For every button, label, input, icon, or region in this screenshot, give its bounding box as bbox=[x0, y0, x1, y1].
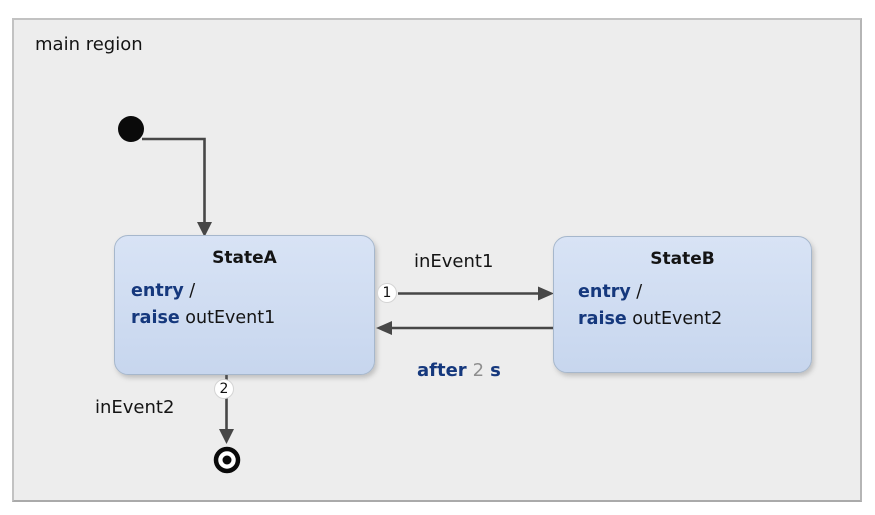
entry-keyword: entry bbox=[578, 282, 631, 302]
entry-separator: / bbox=[183, 281, 196, 301]
region-label: main region bbox=[35, 34, 143, 55]
arrowhead-right-icon bbox=[538, 286, 554, 301]
transition-initial-to-statea[interactable] bbox=[142, 137, 206, 223]
raise-line: raise outEvent1 bbox=[131, 305, 374, 332]
entry-separator: / bbox=[630, 282, 643, 302]
transition-label-inevent1[interactable]: inEvent1 bbox=[414, 251, 494, 272]
raise-event: outEvent1 bbox=[179, 308, 276, 328]
state-behavior: entry / raise outEvent2 bbox=[554, 279, 811, 333]
state-stateb[interactable]: StateB entry / raise outEvent2 bbox=[553, 236, 812, 373]
state-title: StateB bbox=[650, 249, 715, 269]
arrowhead-down-icon bbox=[219, 429, 234, 444]
transition-priority-badge-1: 1 bbox=[377, 283, 397, 303]
state-behavior: entry / raise outEvent1 bbox=[115, 278, 374, 332]
initial-state-node[interactable] bbox=[118, 116, 144, 142]
arrowhead-down-icon bbox=[197, 222, 212, 237]
transition-label-inevent2[interactable]: inEvent2 bbox=[95, 397, 175, 418]
state-statea[interactable]: StateA entry / raise outEvent1 bbox=[114, 235, 375, 375]
raise-keyword: raise bbox=[578, 309, 627, 329]
after-value: 2 bbox=[472, 360, 485, 381]
transition-priority-badge-2: 2 bbox=[214, 379, 234, 399]
entry-line: entry / bbox=[578, 279, 811, 306]
raise-event: outEvent2 bbox=[626, 309, 723, 329]
final-state-dot bbox=[222, 455, 232, 465]
raise-keyword: raise bbox=[131, 308, 180, 328]
entry-line: entry / bbox=[131, 278, 374, 305]
after-unit: s bbox=[490, 360, 501, 381]
raise-line: raise outEvent2 bbox=[578, 306, 811, 333]
after-keyword: after bbox=[417, 360, 467, 381]
entry-keyword: entry bbox=[131, 281, 184, 301]
state-title: StateA bbox=[212, 248, 277, 268]
arrowhead-left-icon bbox=[376, 321, 392, 335]
